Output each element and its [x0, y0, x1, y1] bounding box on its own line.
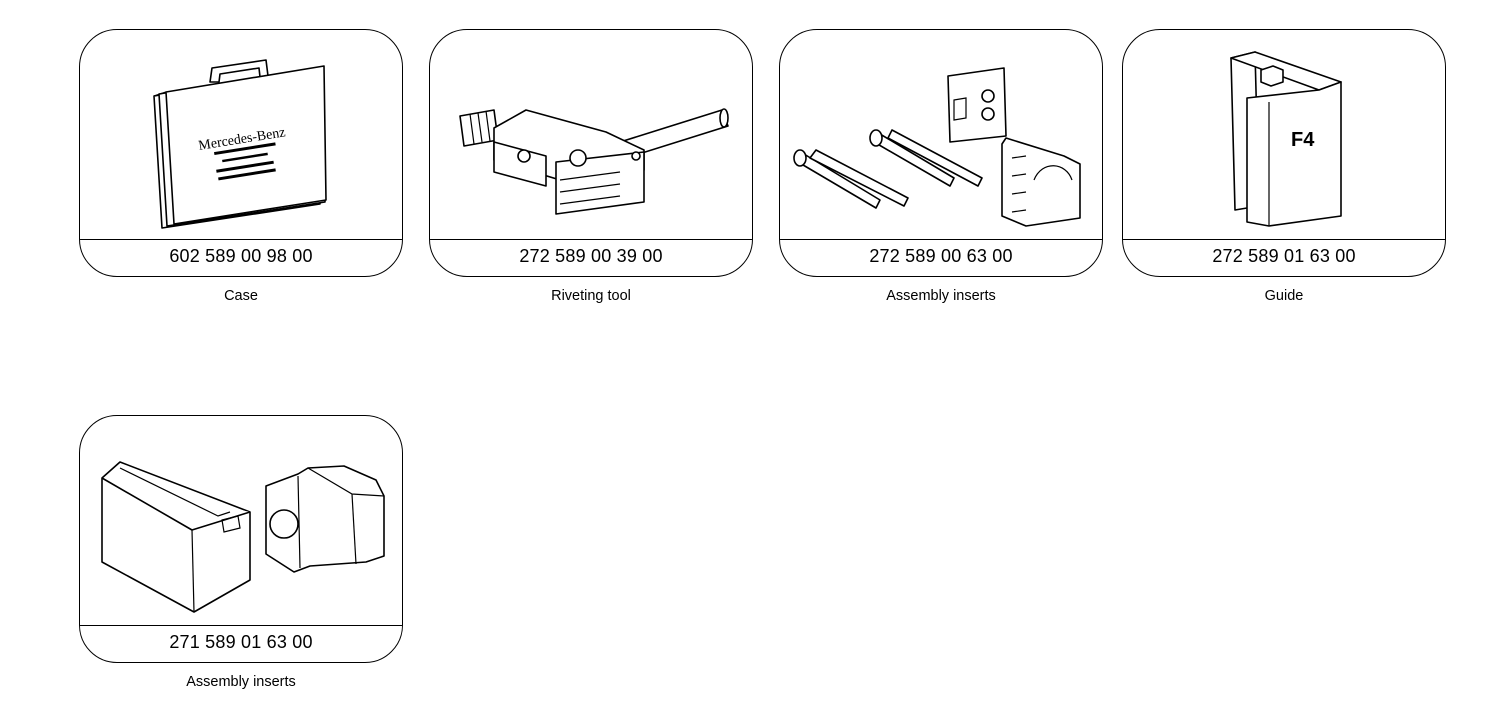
tool-caption: Case	[224, 288, 258, 304]
part-number: 272 589 00 39 00	[519, 246, 663, 266]
part-number: 271 589 01 63 00	[169, 632, 313, 652]
guide-marking: F4	[1291, 129, 1315, 151]
divider	[80, 239, 402, 240]
tool-caption: Guide	[1264, 288, 1304, 304]
tool-frame: 272 589 00 63 00	[779, 29, 1103, 277]
assembly-inserts-icon	[780, 30, 1102, 239]
case-icon: Mercedes-Benz	[80, 30, 402, 239]
riveting-tool-icon	[430, 30, 752, 239]
tool-frame: 271 589 01 63 00	[79, 415, 403, 663]
tool-caption: Assembly inserts	[186, 674, 296, 690]
guide-icon: F4	[1123, 30, 1445, 239]
tool-caption: Assembly inserts	[886, 288, 996, 304]
tool-card-assembly-inserts-2: 271 589 01 63 00 Assembly inserts	[79, 415, 403, 691]
divider	[780, 239, 1102, 240]
part-number: 272 589 00 63 00	[869, 246, 1013, 266]
tool-frame: 272 589 00 39 00	[429, 29, 753, 277]
tool-card-guide: F4 272 589 01 63 00 Guide	[1122, 29, 1446, 305]
tool-card-assembly-inserts: 272 589 00 63 00 Assembly inserts	[779, 29, 1103, 305]
tool-caption: Riveting tool	[551, 288, 631, 304]
tool-frame: F4 272 589 01 63 00	[1122, 29, 1446, 277]
assembly-inserts-icon	[80, 416, 402, 625]
part-number: 602 589 00 98 00	[169, 246, 313, 266]
tool-card-case: Mercedes-Benz 602 589 00 98 00 Case	[79, 29, 403, 305]
part-number: 272 589 01 63 00	[1212, 246, 1356, 266]
divider	[1123, 239, 1445, 240]
divider	[430, 239, 752, 240]
tool-frame: Mercedes-Benz 602 589 00 98 00	[79, 29, 403, 277]
tool-card-riveting-tool: 272 589 00 39 00 Riveting tool	[429, 29, 753, 305]
divider	[80, 625, 402, 626]
